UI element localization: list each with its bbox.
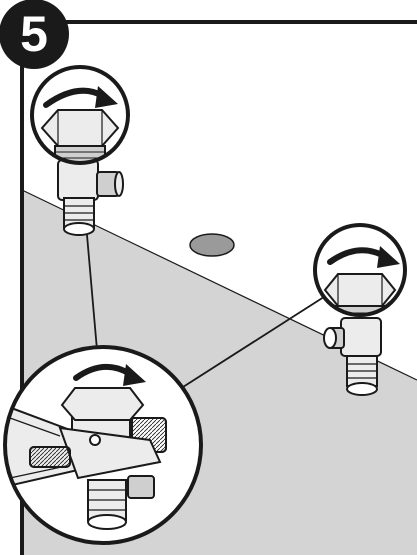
drain-hole: [190, 234, 234, 256]
step-number: 5: [0, 0, 68, 68]
